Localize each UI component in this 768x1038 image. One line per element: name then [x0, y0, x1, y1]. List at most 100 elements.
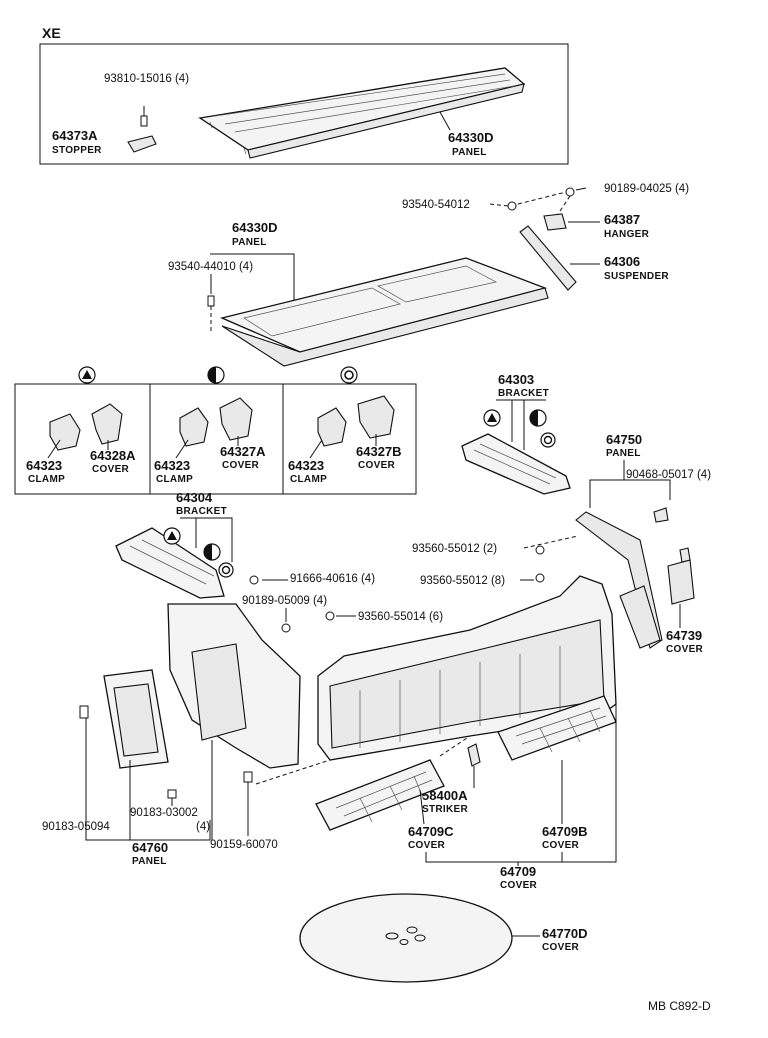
screw-93540-54012	[507, 201, 517, 211]
nut-90189-04025	[565, 187, 575, 197]
lower-cover-64709c	[315, 759, 445, 831]
spare-tire-cover-64770d	[299, 893, 513, 983]
label-64323-b: 64323	[154, 458, 190, 473]
label-64327b: 64327B	[356, 444, 402, 459]
label-cover-c: COVER	[358, 460, 396, 471]
label-64323-a: 64323	[26, 458, 62, 473]
package-tray-panel	[219, 257, 549, 367]
label-64709c: 64709C	[408, 824, 454, 839]
side-trim-panel-left	[167, 603, 301, 769]
label-cover-770d: COVER	[542, 942, 580, 953]
label-cover-709b: COVER	[542, 840, 580, 851]
label-93810-15016: 93810-15016 (4)	[104, 73, 189, 85]
label-clamp-a: CLAMP	[28, 474, 65, 485]
ring-symbol-icon	[340, 366, 358, 384]
screw-93560-55012-2	[535, 545, 545, 555]
label-90189-04025: 90189-04025 (4)	[604, 183, 689, 195]
label-cover-b: COVER	[222, 460, 260, 471]
screw-93560-55014	[325, 611, 335, 621]
xe-tonneau-panel	[198, 67, 526, 159]
clip-90183-05094	[79, 705, 89, 719]
clip-90159-60070	[243, 771, 253, 783]
label-64330d-xe: 64330D	[448, 130, 494, 145]
clamp-cover-set-c	[317, 395, 395, 447]
label-suspender: SUSPENDER	[604, 271, 669, 282]
screw-93540-44010	[207, 295, 215, 334]
label-qty-4: (4)	[196, 821, 210, 833]
nut-90189-05009	[281, 623, 291, 633]
label-64770d: 64770D	[542, 926, 588, 941]
bracket-64304	[115, 527, 225, 599]
label-panel-r: PANEL	[606, 448, 641, 459]
label-64387: 64387	[604, 212, 640, 227]
label-90183-03002: 90183-03002	[130, 807, 198, 819]
label-hanger: HANGER	[604, 229, 650, 240]
label-64304: 64304	[176, 490, 213, 505]
xe-variant-box	[39, 43, 569, 165]
label-64330d-panel: 64330D	[232, 220, 278, 235]
bracket-64304-ring-icon	[218, 562, 234, 578]
label-90183-05094: 90183-05094	[42, 821, 110, 833]
label-64709: 64709	[500, 864, 536, 879]
screw-91666-40616	[249, 575, 259, 585]
label-64373a: 64373A	[52, 128, 98, 143]
bracket-64303-triangle-icon	[483, 409, 501, 427]
clip-90468	[653, 507, 669, 523]
bracket-64303-ring-icon	[540, 432, 556, 448]
label-93560-55014: 93560-55014 (6)	[358, 611, 443, 623]
label-64709b: 64709B	[542, 824, 588, 839]
label-bracket-l: BRACKET	[176, 506, 227, 517]
half-circle-symbol-icon	[207, 366, 225, 384]
screw-93810	[140, 106, 148, 127]
label-64760: 64760	[132, 840, 168, 855]
label-58400a: 58400A	[422, 788, 468, 803]
label-cover-739: COVER	[666, 644, 704, 655]
label-91666-40616: 91666-40616 (4)	[290, 573, 375, 585]
label-93560-55012-8: 93560-55012 (8)	[420, 575, 505, 587]
label-cover-709: COVER	[500, 880, 538, 891]
label-64327a: 64327A	[220, 444, 266, 459]
suspender-64306	[519, 225, 577, 291]
label-clamp-c: CLAMP	[290, 474, 327, 485]
screw-93560-55012-8	[535, 573, 545, 583]
label-64739: 64739	[666, 628, 702, 643]
label-64306: 64306	[604, 254, 640, 269]
label-clamp-b: CLAMP	[156, 474, 193, 485]
clip-90183-03002	[167, 789, 177, 799]
label-panel-760: PANEL	[132, 856, 167, 867]
label-64323-c: 64323	[288, 458, 324, 473]
access-cover-64760	[103, 669, 169, 769]
stopper-64373a	[127, 135, 157, 153]
label-64750: 64750	[606, 432, 642, 447]
label-93540-54012: 93540-54012	[402, 199, 470, 211]
label-90189-05009: 90189-05009 (4)	[242, 595, 327, 607]
back-panel-trim-64750	[317, 511, 663, 761]
label-64303: 64303	[498, 372, 534, 387]
side-cover-64739	[667, 559, 695, 605]
label-bracket-r: BRACKET	[498, 388, 549, 399]
label-stopper: STOPPER	[52, 145, 102, 156]
label-striker: STRIKER	[422, 804, 468, 815]
bracket-64304-triangle-icon	[163, 527, 181, 545]
striker-58400a	[467, 743, 481, 767]
clamp-cover-set-b	[179, 397, 253, 447]
label-panel-mid: PANEL	[232, 237, 267, 248]
bracket-64303-half-circle-icon	[529, 409, 547, 427]
label-93560-55012-2: 93560-55012 (2)	[412, 543, 497, 555]
clamp-cover-set-a	[49, 403, 123, 451]
clamp-cover-variants-box	[14, 383, 417, 495]
label-64328a: 64328A	[90, 448, 136, 463]
label-93540-44010: 93540-44010 (4)	[168, 261, 253, 273]
label-90468-05017: 90468-05017 (4)	[626, 469, 711, 481]
label-panel-xe: PANEL	[452, 147, 487, 158]
label-cover-a: COVER	[92, 464, 130, 475]
footer-code: MB C892-D	[648, 999, 711, 1013]
triangle-symbol-icon	[78, 366, 96, 384]
bracket-64303	[461, 433, 571, 495]
label-cover-709c: COVER	[408, 840, 446, 851]
label-90159-60070: 90159-60070	[210, 839, 278, 851]
hanger-64387	[543, 213, 567, 231]
xe-label: XE	[42, 25, 61, 41]
